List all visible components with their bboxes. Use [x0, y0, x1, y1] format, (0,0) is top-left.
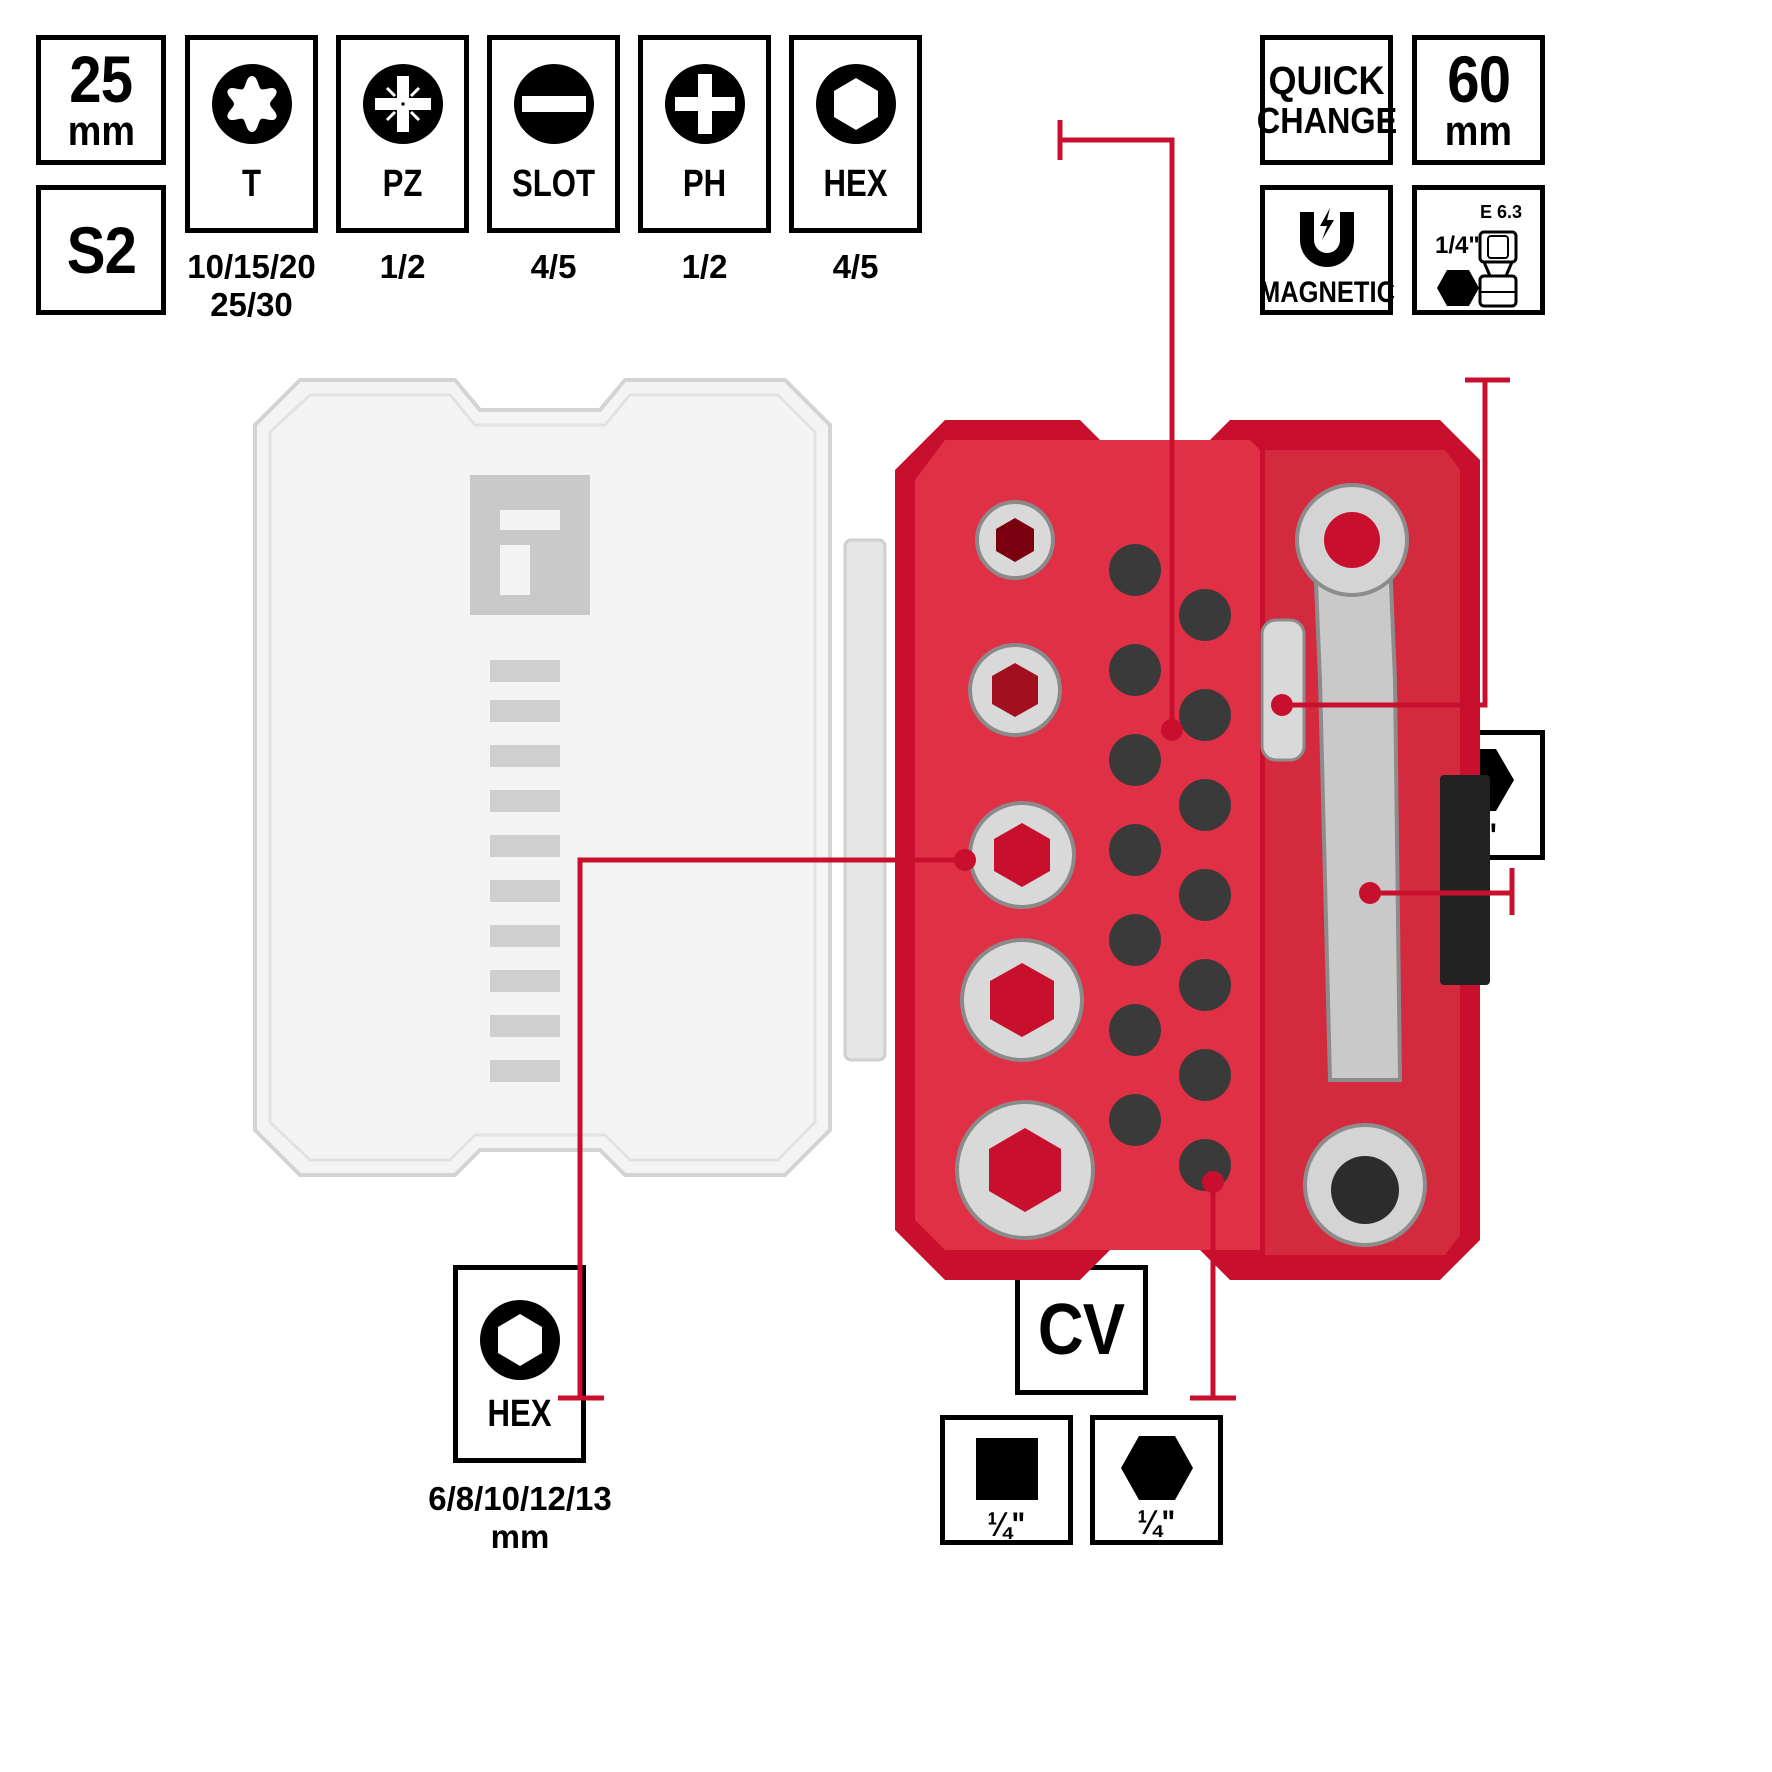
socket-hex-icon: [458, 1298, 581, 1382]
slot-sizes: 4/5: [530, 248, 577, 285]
slot-icon: [492, 62, 615, 146]
torx-icon: [190, 62, 313, 146]
quick-change-line-1: QUICK: [1268, 59, 1385, 103]
bit-type-torx: T: [185, 35, 318, 233]
hex-shank-icon: [1443, 749, 1514, 811]
slot-label: SLOT: [511, 163, 596, 205]
sockets: [955, 500, 1095, 1240]
hex-label: HEX: [823, 163, 888, 205]
pozidriv-icon: [341, 62, 464, 146]
bit-type-hex: HEX: [789, 35, 922, 233]
hex-drive-size: ¼": [1137, 1504, 1176, 1542]
phillips-label: PH: [682, 163, 727, 205]
magnetic-label: MAGNETIC: [1258, 276, 1395, 309]
bit-length-value: 25: [69, 42, 134, 116]
cv-label: CV: [1038, 1290, 1125, 1370]
cv-square-drive-box: ¼": [940, 1415, 1073, 1545]
hex-drive-icon: [1120, 1436, 1193, 1500]
hex-sizes: 4/5: [832, 248, 879, 285]
square-drive-size: ¼": [987, 1506, 1026, 1544]
shank-standard: E 6.3: [1479, 202, 1522, 222]
case-hinge: [843, 538, 887, 1062]
magnetic-box: MAGNETIC: [1258, 185, 1395, 315]
material-box: S2: [36, 185, 166, 315]
quick-change-box: QUICK CHANGE: [1256, 35, 1397, 165]
torx-sizes-line-2: 25/30: [210, 286, 293, 323]
socket-hex-label: HEX: [487, 1393, 552, 1435]
lid-brand-embossing: [490, 660, 560, 1082]
phillips-icon: [643, 62, 766, 146]
lid-logo-mark: [470, 475, 590, 615]
pozidriv-sizes: 1/2: [379, 248, 426, 285]
socket-sizes-line-2: mm: [490, 1518, 550, 1555]
bit-length-unit: mm: [67, 107, 135, 154]
square-drive-icon: [975, 1438, 1038, 1500]
magnet-icon: [1292, 204, 1362, 274]
ratchet-length-value: 60: [1447, 42, 1511, 116]
bit-type-phillips: PH: [638, 35, 771, 233]
shank-size: 1/4": [1435, 232, 1480, 259]
hex-shank-box: ¼": [1412, 730, 1545, 860]
cv-hex-drive-box: ¼": [1090, 1415, 1223, 1545]
mini-ratchet: [1260, 483, 1427, 1247]
cv-box: CV: [1015, 1265, 1148, 1395]
socket-sizes: 6/8/10/12/13 mm: [400, 1480, 640, 1556]
torx-sizes-line-1: 10/15/20: [187, 248, 316, 285]
pozidriv-label: PZ: [382, 163, 423, 205]
quick-change-line-2: CHANGE: [1256, 100, 1397, 141]
ratchet-length-box: 60 mm: [1412, 35, 1545, 165]
bit-type-slot: SLOT: [487, 35, 620, 233]
hex-shank-size: ¼": [1459, 817, 1498, 855]
bit-shank-icon: [1478, 230, 1518, 308]
phillips-sizes: 1/2: [681, 248, 728, 285]
callout-dots: [954, 694, 1381, 1193]
material-label: S2: [66, 213, 136, 287]
torx-label: T: [241, 163, 262, 205]
ratchet-length-unit: mm: [1444, 107, 1513, 154]
socket-hex-box: HEX: [453, 1265, 586, 1463]
clear-lid: [253, 378, 832, 1177]
socket-sizes-line-1: 6/8/10/12/13: [428, 1480, 612, 1517]
bit-length-box: 25 mm: [36, 35, 166, 165]
hex-icon: [794, 62, 917, 146]
torx-sizes: 10/15/20 25/30: [185, 248, 318, 324]
shank-box: E 6.3 1/4": [1412, 185, 1545, 315]
shank-hex-icon: [1437, 270, 1479, 306]
screwdriver-bits: [1109, 544, 1231, 1191]
red-case: [895, 420, 1490, 1280]
bit-type-pozidriv: PZ: [336, 35, 469, 233]
